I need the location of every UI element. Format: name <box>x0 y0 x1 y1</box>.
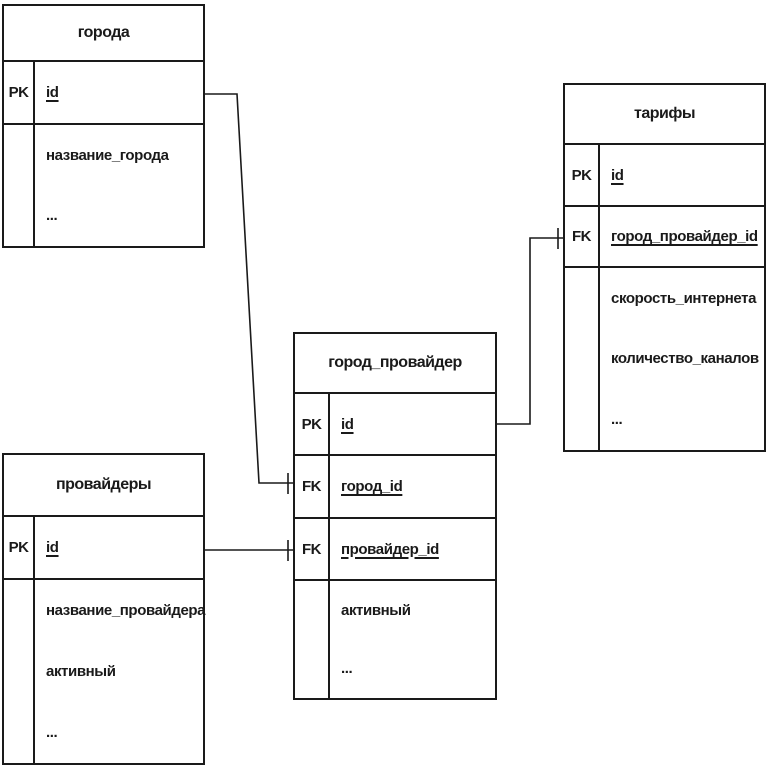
field-aktivnyi: активный <box>341 601 411 619</box>
pk-label: PK <box>4 62 35 123</box>
field-nazvanie-provaidera: название_провайдера <box>46 602 206 619</box>
connector-gorodprovaider-to-tarify <box>497 237 563 425</box>
field-id: id <box>341 415 354 433</box>
field-aktivnyi: активный <box>46 663 116 680</box>
table-title-goroda: города <box>4 6 203 62</box>
pk-label: PK <box>295 394 330 454</box>
field-ellipsis: ... <box>46 207 58 225</box>
field-id: id <box>611 166 624 184</box>
field-nazvanie-goroda: название_города <box>46 146 169 164</box>
field-gorod-id: город_id <box>341 478 403 495</box>
table-title-provaidery: провайдеры <box>4 455 203 517</box>
key-column-spacer <box>4 580 35 763</box>
entity-table-provaidery: провайдеры PK id название_провайдера акт… <box>2 453 206 765</box>
field-kolichestvo-kanalov: количество_каналов <box>611 350 759 368</box>
key-column-spacer <box>565 268 600 450</box>
key-column-spacer <box>295 581 330 698</box>
table-title-gorod-provaider: город_провайдер <box>295 334 495 394</box>
field-ellipsis: ... <box>46 724 58 741</box>
key-column-spacer <box>4 125 35 246</box>
fk-label: FK <box>565 207 600 266</box>
field-ellipsis: ... <box>611 411 623 429</box>
field-gorod-provaider-id: город_провайдер_id <box>611 228 758 245</box>
field-skorost-interneta: скорость_интернета <box>611 289 757 307</box>
entity-table-gorod-provaider: город_провайдер PK id FK город_id FK про… <box>293 332 497 700</box>
entity-table-tarify: тарифы PK id FK город_провайдер_id скоро… <box>563 83 766 452</box>
field-provaider-id: провайдер_id <box>341 540 439 558</box>
connector-goroda-to-gorodprovaider <box>205 93 293 484</box>
fk-label: FK <box>295 456 330 517</box>
fk-label: FK <box>295 519 330 579</box>
field-id: id <box>46 539 59 556</box>
entity-table-goroda: города PK id название_города ... <box>2 4 205 248</box>
pk-label: PK <box>4 517 35 578</box>
field-ellipsis: ... <box>341 660 353 678</box>
table-title-tarify: тарифы <box>565 85 764 145</box>
pk-label: PK <box>565 145 600 205</box>
field-id: id <box>46 84 59 101</box>
